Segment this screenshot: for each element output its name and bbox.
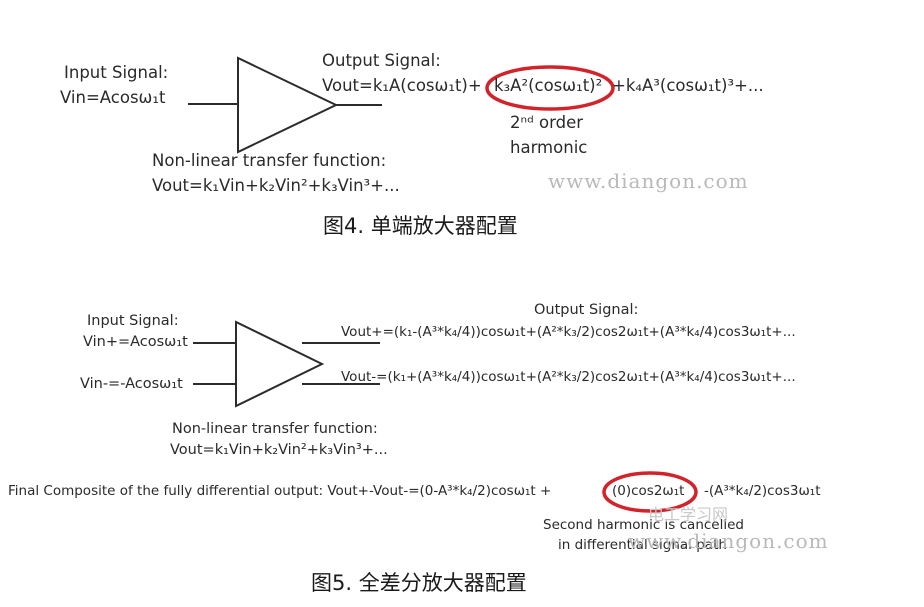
fig5-transfer-label: Non-linear transfer function: [172, 421, 378, 437]
fig5-input-negative: Vin-=-Acosω₁t [80, 376, 183, 392]
fig4-amplifier-triangle [237, 56, 339, 154]
fig4-input-equation: Vin=Acosω₁t [60, 88, 166, 107]
fig4-transfer-label: Non-linear transfer function: [152, 151, 387, 170]
fig4-transfer-equation: Vout=k₁Vin+k₂Vin²+k₃Vin³+... [152, 176, 400, 195]
fig5-output-negative: Vout-=(k₁+(A³*k₄/4))cosω₁t+(A²*k₃/2)cos2… [341, 369, 796, 385]
fig5-transfer-equation: Vout=k₁Vin+k₂Vin²+k₃Vin³+... [170, 442, 388, 458]
fig4-watermark: www.diangon.com [548, 169, 749, 193]
fig5-cancelled-harmonic-highlight [602, 471, 698, 513]
fig4-caption: 图4. 单端放大器配置 [323, 214, 518, 238]
fig4-output-equation-part1: Vout=k₁A(cosω₁t)+ [322, 76, 482, 95]
fig5-caption: 图5. 全差分放大器配置 [311, 571, 527, 595]
fig5-composite-part3: -(A³*k₄/2)cos3ω₁t [704, 483, 821, 499]
fig5-cancel-note-line2: in differential signal path [558, 537, 727, 553]
fig4-harmonic-note-line1: 2ⁿᵈ order [510, 113, 584, 132]
fig4-output-label: Output Signal: [322, 51, 441, 70]
fig5-composite-part1: Final Composite of the fully differentia… [8, 483, 552, 499]
fig5-watermark-cn: 电工学习网 [648, 505, 729, 524]
fig5-input-positive: Vin+=Acosω₁t [83, 334, 188, 350]
fig5-output-label: Output Signal: [534, 302, 639, 318]
fig4-harmonic-note-line2: harmonic [510, 138, 588, 157]
fig5-cancel-note-line1: Second harmonic is cancelled [543, 517, 744, 533]
fig4-input-label: Input Signal: [64, 63, 169, 82]
fig4-output-equation-part3: +k₄A³(cosω₁t)³+... [612, 76, 764, 95]
fig4-output-equation-part2: k₃A²(cosω₁t)² [494, 76, 603, 95]
fig5-output-positive: Vout+=(k₁-(A³*k₄/4))cosω₁t+(A²*k₃/2)cos2… [341, 324, 796, 340]
fig4-second-harmonic-highlight [485, 65, 615, 111]
fig5-watermark: www.diangon.com [628, 529, 829, 553]
fig5-amplifier-triangle [235, 320, 325, 408]
fig5-input-label: Input Signal: [87, 313, 179, 329]
fig5-composite-part2: (0)cos2ω₁t [612, 483, 685, 499]
